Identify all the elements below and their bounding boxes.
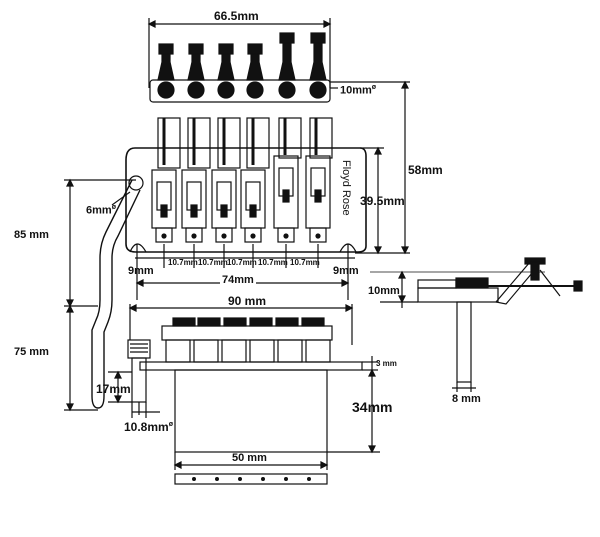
dim-edge-right: 9mm — [333, 265, 359, 277]
dim-plate-height: 39.5mm — [360, 194, 405, 208]
dim-post-spacing: 74mm — [220, 274, 256, 286]
dim-arm-diameter: 6mmø — [86, 204, 116, 217]
dim-tuner-diameter: 10mmø — [340, 84, 377, 97]
dim-tuner-span: 66.5mm — [214, 9, 259, 23]
dim-overall-height: 58mm — [408, 163, 443, 177]
dim-string-spacing-2: 10.7mm — [198, 258, 228, 267]
dim-post-height: 17mm — [96, 382, 131, 396]
dim-block-height: 34mm — [352, 399, 393, 415]
dim-string-spacing-3: 10.7mm — [227, 258, 257, 267]
dim-block-width: 50 mm — [230, 452, 269, 464]
dim-overall-width: 90 mm — [228, 294, 267, 308]
dim-side-height: 10mm — [368, 285, 400, 297]
top-view-drawing — [64, 18, 410, 412]
dim-plate-thickness: 3 mm — [376, 359, 397, 368]
side-view-drawing — [370, 257, 583, 392]
dim-stud-diameter: 8 mm — [452, 393, 481, 405]
dim-string-spacing-4: 10.7mm — [258, 258, 288, 267]
dim-string-spacing-1: 10.7mm — [168, 258, 198, 267]
floyd-rose-logo-text: Floyd Rose — [340, 160, 352, 216]
dim-arm-length-upper: 85 mm — [14, 229, 49, 241]
fine-tuner-screws — [157, 32, 327, 99]
dim-post-diameter: 10.8mmø — [124, 420, 173, 434]
saddles — [151, 155, 331, 243]
dim-edge-left: 9mm — [128, 265, 154, 277]
dim-arm-length-lower: 75 mm — [14, 346, 49, 358]
dim-string-spacing-5: 10.7mm — [290, 258, 320, 267]
front-view-drawing — [108, 304, 380, 485]
saddle-housings — [157, 117, 333, 169]
